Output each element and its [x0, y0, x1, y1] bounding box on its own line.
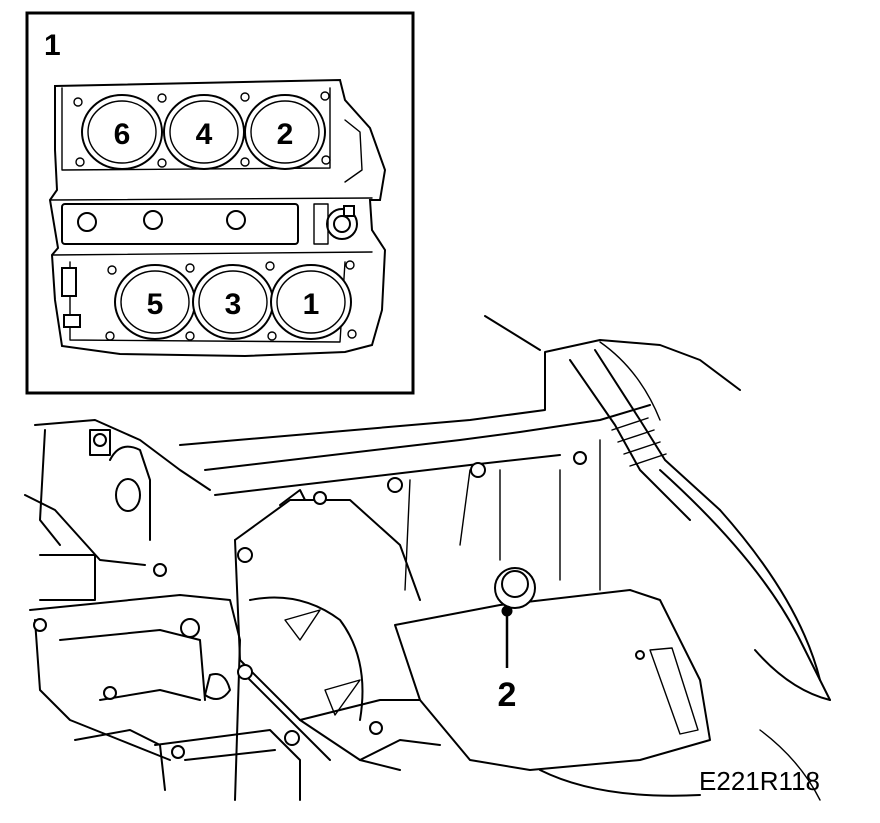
callout-label-2: 2 [498, 676, 517, 714]
cylinder-bank-top: 6 4 2 [81, 94, 326, 170]
cylinder-number: 1 [303, 288, 320, 321]
head-bolt-holes [73, 91, 357, 341]
cylinder-bore: 5 [114, 264, 196, 340]
figure-code: E221R118 [699, 766, 820, 796]
engine-underside-drawing [24, 315, 831, 801]
cylinder-bore: 1 [270, 264, 352, 340]
cylinder-number: 5 [147, 288, 164, 321]
cylinder-number: 3 [225, 288, 242, 321]
inset-label-1: 1 [44, 29, 61, 62]
cylinder-bore: 6 [81, 94, 163, 170]
cylinder-bore: 3 [192, 264, 274, 340]
cylinder-bank-bottom: 5 3 1 [114, 264, 352, 340]
bolt-markers [33, 433, 645, 759]
cylinder-bore: 2 [244, 94, 326, 170]
cylinder-number: 4 [196, 118, 213, 151]
inset-panel: 1 [25, 11, 415, 395]
cylinder-number: 6 [114, 118, 131, 151]
drain-plug [494, 567, 536, 617]
cylinder-number: 2 [277, 118, 294, 151]
cylinder-bore: 4 [163, 94, 245, 170]
